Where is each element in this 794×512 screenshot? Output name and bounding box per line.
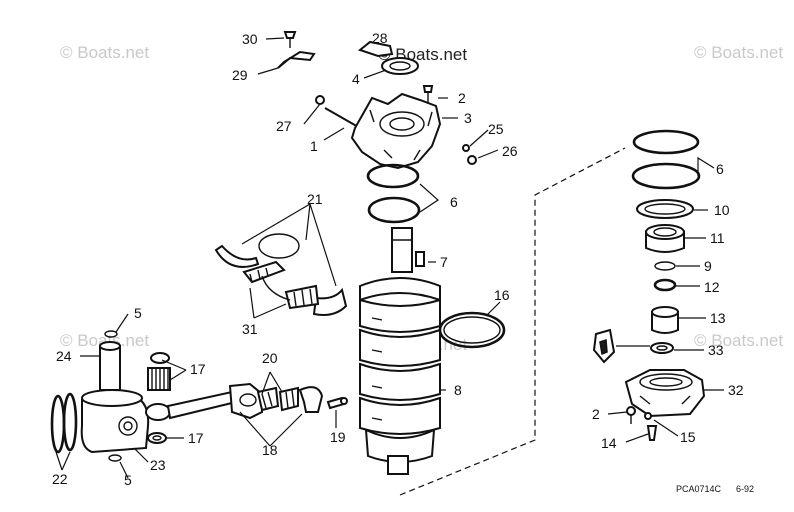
roller-bearing-31 [242, 260, 320, 310]
callout-17: 17 [188, 430, 204, 446]
callout-2: 2 [458, 90, 466, 106]
watermark: © Boats.net [60, 331, 149, 350]
callout-23: 23 [150, 457, 166, 473]
callout-7: 7 [440, 254, 448, 270]
callout-14: 14 [601, 435, 617, 451]
callout-12: 12 [704, 279, 720, 295]
callout-6: 6 [716, 161, 724, 177]
seal-ring-16 [438, 311, 506, 349]
callout-32: 32 [728, 382, 744, 398]
alignment-lines [399, 147, 626, 496]
callout-33: 33 [708, 342, 724, 358]
callout-22: 22 [52, 471, 68, 487]
callout-26: 26 [502, 143, 518, 159]
watermark: © Boats.net [694, 331, 783, 350]
clip-29 [277, 50, 316, 69]
bearing-11 [645, 224, 685, 253]
callout-19: 19 [330, 429, 346, 445]
callout-2: 2 [592, 406, 600, 422]
callout-24: 24 [56, 348, 72, 364]
seal-4 [381, 57, 419, 75]
retainer-5-top [104, 330, 118, 338]
callout-25: 25 [488, 121, 504, 137]
callout-31: 31 [242, 321, 258, 337]
watermark: © Boats.net [694, 43, 783, 62]
needle-bearing [147, 367, 171, 391]
screw-14 [646, 425, 658, 441]
callout-1: 1 [310, 138, 318, 154]
washer-17-bottom [147, 432, 167, 444]
ring-12 [653, 278, 677, 292]
callout-27: 27 [276, 118, 292, 134]
rod-cap [298, 386, 324, 413]
washer-25 [462, 144, 470, 152]
connecting-rod-18 [145, 382, 263, 421]
piston-23 [80, 389, 150, 454]
watermark: © Boats.net [60, 43, 149, 62]
tool-symbol [592, 328, 616, 364]
callout-4: 4 [352, 71, 360, 87]
callout-13: 13 [710, 310, 726, 326]
piston-rings-22 [50, 392, 78, 454]
callout-8: 8 [454, 382, 462, 398]
callout-16: 16 [494, 287, 510, 303]
nut-26 [467, 155, 477, 165]
callout-30: 30 [242, 31, 258, 47]
screw-2-top [422, 85, 434, 104]
seal-10 [636, 199, 694, 219]
bracket-28 [357, 40, 394, 58]
seal-33 [650, 342, 674, 354]
figure-date: 6-92 [736, 484, 754, 494]
callout-5: 5 [134, 305, 142, 321]
sleeve-13 [651, 306, 679, 334]
crankshaft [359, 227, 441, 475]
callout-15: 15 [680, 429, 696, 445]
bearing-halves-21 [214, 233, 348, 316]
retainer-5-bottom [108, 454, 122, 462]
callout-labels: 30 28 29 4 2 3 27 1 25 26 6 21 7 31 16 5… [52, 30, 744, 488]
ring-9 [654, 261, 676, 271]
o-rings-6 [366, 163, 421, 224]
screw-30 [283, 31, 297, 48]
key-7 [415, 251, 425, 267]
callout-21: 21 [307, 191, 323, 207]
callout-3: 3 [464, 110, 472, 126]
callout-10: 10 [714, 202, 730, 218]
dowel-27 [315, 95, 325, 105]
callout-28: 28 [372, 30, 388, 46]
piston-pin-24 [99, 341, 121, 391]
lower-housing-32 [624, 369, 706, 418]
screw-2-bottom [626, 406, 636, 424]
bolt-19 [326, 396, 348, 410]
callout-20: 20 [262, 350, 278, 366]
upper-bearing-housing [324, 92, 442, 170]
roller-cage-20 [256, 386, 299, 412]
callout-11: 11 [710, 230, 725, 246]
o-rings-6-right [631, 129, 701, 190]
bolt-15 [644, 412, 652, 420]
callout-18: 18 [262, 442, 278, 458]
leader-lines [55, 37, 724, 479]
callout-29: 29 [232, 67, 248, 83]
callout-5: 5 [124, 472, 132, 488]
callout-6: 6 [450, 194, 458, 210]
callout-17: 17 [190, 361, 206, 377]
figure-code: PCA0714C [676, 484, 722, 494]
callout-9: 9 [704, 258, 712, 274]
